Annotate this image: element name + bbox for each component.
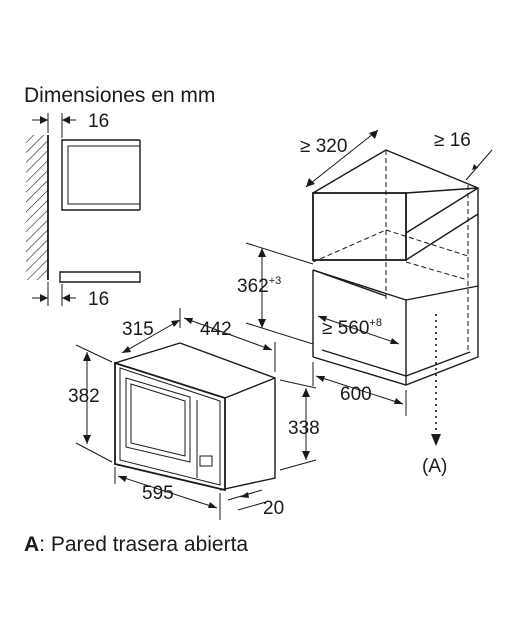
legend-text: : Pared trasera abierta bbox=[39, 533, 248, 556]
cabinet-back-gap-dimension: ≥ 16 bbox=[434, 130, 471, 151]
cabinet-bottom-depth-dimension: 600 bbox=[340, 384, 372, 405]
side-top-dimension: 16 bbox=[88, 111, 109, 132]
side-view: 16 16 bbox=[26, 111, 141, 310]
cabinet-height-number: 362 bbox=[237, 276, 269, 297]
diagram-title: Dimensiones en mm bbox=[24, 84, 215, 107]
appliance-view: 315 442 382 338 595 20 bbox=[68, 308, 320, 520]
wall-hatch bbox=[26, 135, 48, 280]
appliance-width-dimension: 595 bbox=[142, 483, 174, 504]
cabinet-width-value: ≥ 560+8 bbox=[322, 317, 382, 339]
appliance-top-width-dimension: 442 bbox=[200, 319, 232, 340]
cabinet-height-tolerance: +3 bbox=[269, 275, 282, 287]
appliance-body-height-dimension: 338 bbox=[288, 418, 320, 439]
cabinet-height-value: 362+3 bbox=[237, 275, 281, 297]
rear-wall-label: (A) bbox=[422, 456, 447, 477]
side-bottom-dimension: 16 bbox=[88, 289, 109, 310]
appliance-height-dimension: 382 bbox=[68, 386, 100, 407]
appliance-front-depth-dimension: 20 bbox=[263, 498, 284, 519]
appliance-depth-dimension: 315 bbox=[122, 319, 154, 340]
legend: A: Pared trasera abierta bbox=[24, 533, 248, 556]
cabinet-width-tolerance: +8 bbox=[369, 317, 382, 329]
cabinet-depth-dimension: ≥ 320 bbox=[300, 136, 347, 157]
cabinet-view: ≥ 320 ≥ 16 362+3 ≥ 560+8 600 (A) bbox=[237, 129, 493, 477]
legend-key: A bbox=[24, 533, 39, 556]
cabinet-width-number: ≥ 560 bbox=[322, 318, 369, 339]
